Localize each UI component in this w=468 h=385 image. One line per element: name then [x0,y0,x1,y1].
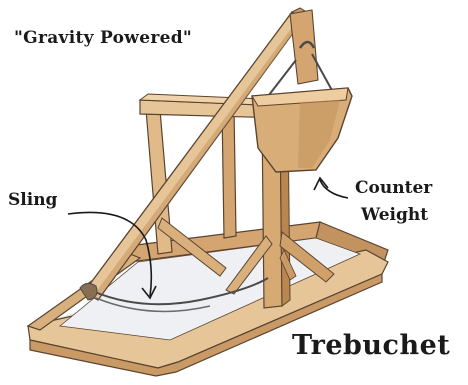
caption-gravity-powered: "Gravity Powered" [14,28,192,48]
title-trebuchet: Trebuchet [292,330,450,361]
label-weight: Weight [361,205,428,225]
label-sling: Sling [8,190,57,210]
label-counter: Counter [355,178,432,198]
